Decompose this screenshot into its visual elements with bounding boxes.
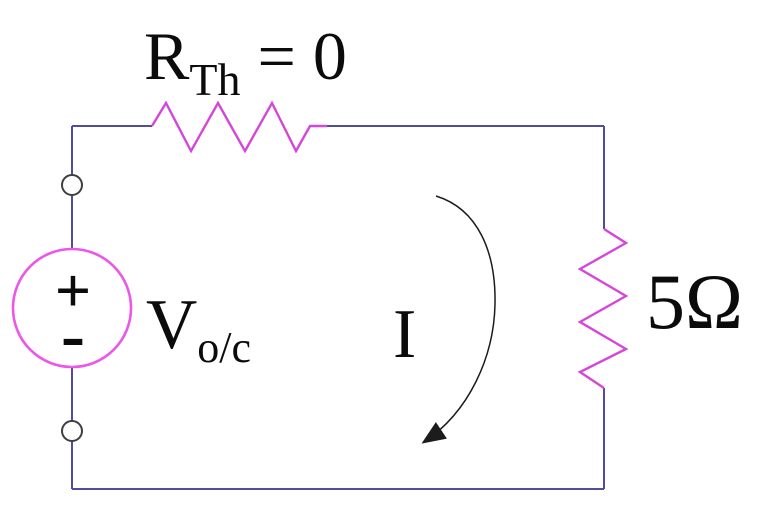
thevenin-resistor-symbol xyxy=(150,100,327,154)
voltage-source-circle xyxy=(11,247,133,369)
source-minus-sign: - xyxy=(61,294,85,375)
rth-value: = 0 xyxy=(240,18,347,94)
current-arrow-curve xyxy=(421,195,496,444)
load-resistor-symbol xyxy=(577,227,629,389)
thevenin-resistor-label: RTh = 0 xyxy=(144,22,347,103)
terminal-bottom xyxy=(61,420,83,442)
voc-base: V xyxy=(146,286,198,364)
rth-subscript: Th xyxy=(189,54,241,105)
source-plus-sign: + xyxy=(54,255,92,326)
wire-group xyxy=(71,125,605,490)
loop-current-label: I xyxy=(393,296,417,373)
terminal-top xyxy=(61,174,83,196)
rth-base: R xyxy=(144,18,190,94)
voc-subscript: o/c xyxy=(197,323,252,372)
load-resistor-label: 5Ω xyxy=(646,258,743,345)
source-voltage-label: Vo/c xyxy=(146,290,251,370)
